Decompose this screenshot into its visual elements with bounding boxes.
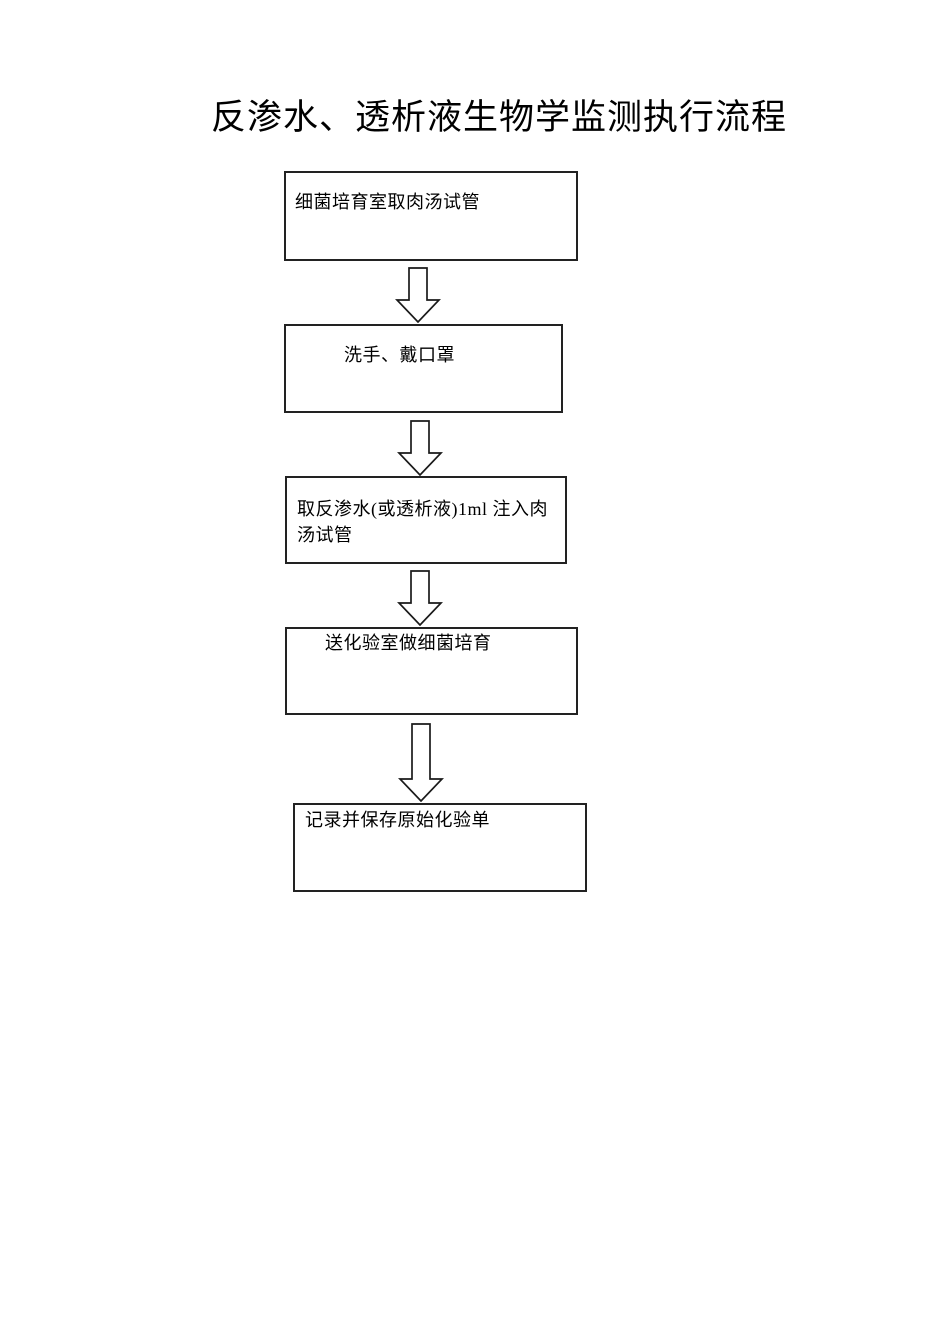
flow-step-broth-tube: 细菌培育室取肉汤试管 (284, 171, 578, 261)
flow-step-label: 记录并保存原始化验单 (305, 810, 490, 830)
down-block-arrow-icon (395, 267, 441, 323)
down-block-arrow-icon (397, 570, 443, 626)
flow-step-label: 取反渗水(或透析液)1ml 注入肉汤试管 (297, 499, 548, 545)
down-block-arrow-icon (397, 420, 443, 476)
flow-step-wash-hands: 洗手、戴口罩 (284, 324, 563, 413)
flow-step-inject-sample: 取反渗水(或透析液)1ml 注入肉汤试管 (285, 476, 567, 564)
flow-step-label: 细菌培育室取肉汤试管 (295, 192, 480, 212)
page-title: 反渗水、透析液生物学监测执行流程 (210, 98, 787, 137)
flow-step-label: 送化验室做细菌培育 (325, 633, 492, 653)
flow-step-label: 洗手、戴口罩 (344, 345, 455, 365)
down-block-arrow-icon (398, 723, 444, 802)
flow-step-record-save: 记录并保存原始化验单 (293, 803, 587, 892)
flow-step-send-lab: 送化验室做细菌培育 (285, 627, 578, 715)
